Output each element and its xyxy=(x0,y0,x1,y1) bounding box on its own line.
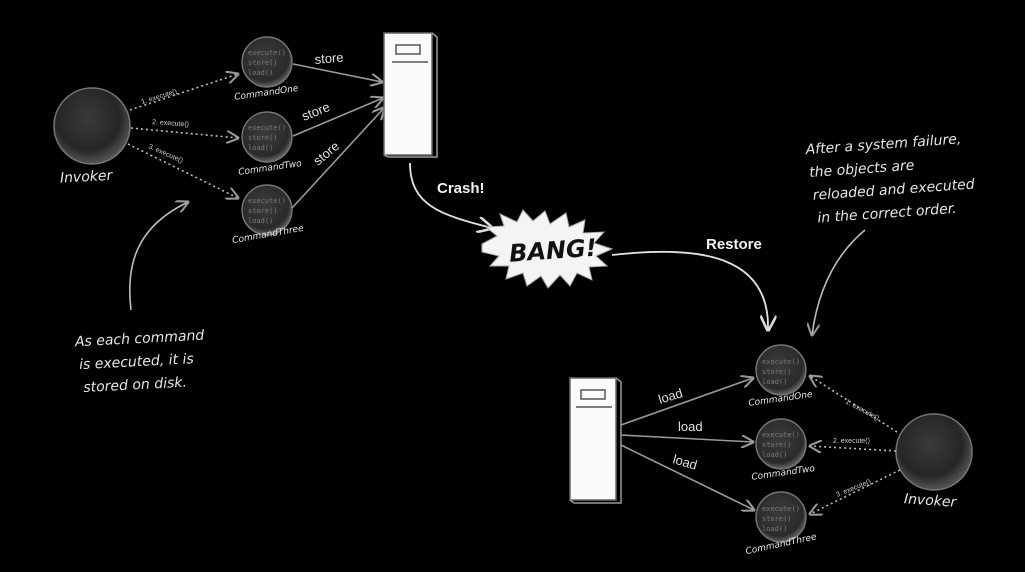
method-label: store() xyxy=(248,207,278,215)
method-label: load() xyxy=(248,69,273,77)
right-call-label-2: 2. execute() xyxy=(833,438,870,445)
left-execute-arrows: 1. execute() 2. execute() 3. execute() xyxy=(127,74,238,198)
method-label: load() xyxy=(248,217,273,225)
left-store-arrows: store store store xyxy=(291,50,384,209)
right-execute-arrows: 1. execute() 2. execute() 3. execute() xyxy=(810,376,901,514)
load-label-2: load xyxy=(678,419,703,434)
command-one-left: execute() store() load() CommandOne xyxy=(234,36,300,103)
method-label: store() xyxy=(248,134,278,142)
load-label-1: load xyxy=(656,385,684,407)
method-label: load() xyxy=(248,144,273,152)
note-line: the objects are xyxy=(809,158,915,181)
store-label-3: store xyxy=(310,138,342,168)
method-label: store() xyxy=(762,441,792,449)
right-load-arrows: load load load xyxy=(620,378,754,510)
method-label: execute() xyxy=(762,431,800,439)
method-label: load() xyxy=(762,525,787,533)
method-label: store() xyxy=(248,59,278,67)
note-line: After a system failure, xyxy=(804,131,962,158)
command-two-left: execute() store() load() CommandTwo xyxy=(238,111,303,178)
note-line: As each command xyxy=(74,328,205,351)
store-label-1: store xyxy=(314,50,344,67)
method-label: execute() xyxy=(762,358,800,366)
note-line: reloaded and executed xyxy=(812,176,975,203)
invoker-right: Invoker xyxy=(895,413,973,511)
method-label: execute() xyxy=(248,124,286,132)
command-three-right: execute() store() load() CommandThree xyxy=(745,491,818,557)
restore-label: Restore xyxy=(706,236,762,253)
invoker-right-label: Invoker xyxy=(903,491,958,511)
bang-label: BANG! xyxy=(508,234,597,268)
method-label: execute() xyxy=(762,505,800,513)
disk-server-left xyxy=(383,32,438,158)
restore-arrow xyxy=(611,250,768,330)
left-call-label-2: 2. execute() xyxy=(152,119,189,129)
crash-arrow xyxy=(409,162,492,228)
method-label: load() xyxy=(762,378,787,386)
note-left: As each command is executed, it is store… xyxy=(74,328,205,396)
invoker-left: Invoker xyxy=(53,87,131,187)
right-call-label-1: 1. execute() xyxy=(844,399,880,423)
invoker-left-label: Invoker xyxy=(60,168,114,187)
method-label: store() xyxy=(762,368,792,376)
crash-label: Crash! xyxy=(437,180,485,197)
store-label-2: store xyxy=(300,99,332,124)
note-line: stored on disk. xyxy=(83,375,187,396)
disk-server-right xyxy=(569,377,622,504)
note-right-arrow xyxy=(812,229,866,335)
load-label-3: load xyxy=(671,451,699,472)
bang-burst: BANG! xyxy=(481,209,614,289)
command-one-right: execute() store() load() CommandOne xyxy=(748,344,814,409)
note-line: in the correct order. xyxy=(817,201,957,227)
note-right: After a system failure, the objects are … xyxy=(804,131,975,227)
right-call-label-3: 3. execute() xyxy=(835,479,872,499)
method-label: execute() xyxy=(248,49,286,57)
method-label: execute() xyxy=(248,197,286,205)
command-two-right: execute() store() load() CommandTwo xyxy=(751,418,816,483)
left-call-label-1: 1. execute() xyxy=(141,88,178,106)
note-left-arrow xyxy=(129,202,188,311)
command-three-left: execute() store() load() CommandThree xyxy=(232,184,305,246)
method-label: store() xyxy=(762,515,792,523)
note-line: is executed, it is xyxy=(79,351,194,373)
method-label: load() xyxy=(762,451,787,459)
